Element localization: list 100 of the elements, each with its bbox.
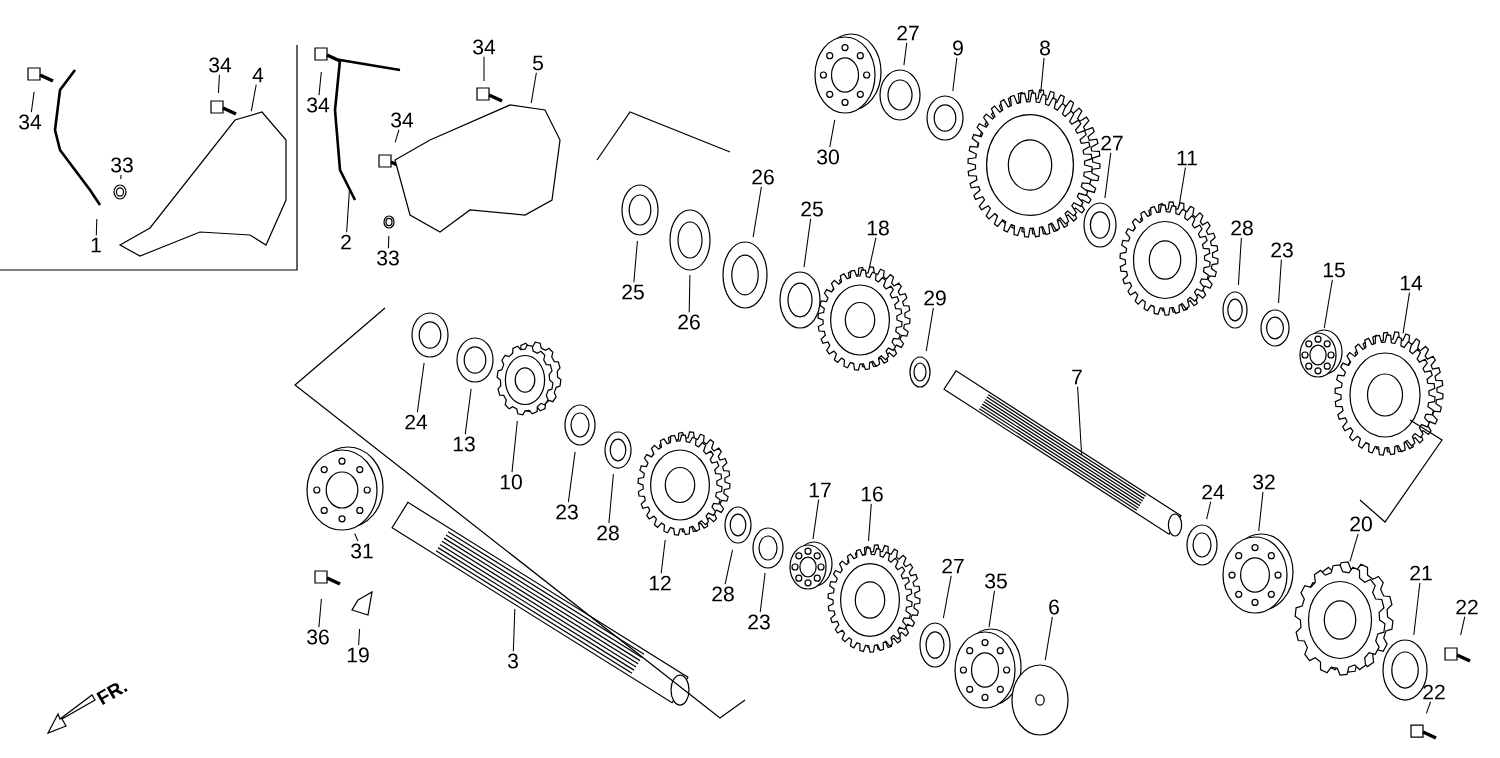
callout-number: 34 [473, 39, 496, 55]
callout-number: 33 [377, 250, 399, 266]
callout-number: 8 [1040, 40, 1050, 56]
callout-number: 32 [1253, 474, 1275, 490]
callout-number: 2 [341, 234, 351, 250]
callout-number: 36 [307, 629, 329, 645]
callout-number: 23 [1271, 242, 1293, 258]
leader-line [95, 218, 98, 236]
callout-number: 24 [405, 414, 428, 430]
leader-line [1425, 701, 1432, 714]
leader-line [30, 91, 35, 113]
leader-line [633, 240, 638, 283]
leader-line [217, 74, 220, 94]
callout-number: 14 [1400, 275, 1423, 291]
leader-line [416, 362, 425, 413]
callout-number: 34 [19, 114, 42, 130]
callout-number: 22 [1423, 684, 1445, 700]
callout-number: 1 [91, 237, 101, 253]
leader-line [688, 274, 691, 313]
leader-line [354, 533, 359, 542]
leader-line [483, 56, 485, 82]
callout-number: 13 [453, 436, 475, 452]
callout-number: 19 [347, 647, 369, 663]
leader-line [925, 307, 934, 352]
leader-line [952, 57, 958, 92]
leader-line [387, 235, 390, 249]
callout-number: 28 [597, 525, 619, 541]
leader-line [358, 628, 361, 646]
callout-number: 15 [1323, 262, 1345, 278]
leader-line [803, 218, 812, 268]
leader-line [1349, 533, 1359, 562]
callout-number: 28 [712, 586, 734, 602]
callout-number: 29 [924, 290, 946, 306]
leader-line [567, 451, 576, 503]
leader-line [530, 72, 537, 104]
callout-number: 16 [861, 486, 883, 502]
callout-number: 6 [1049, 599, 1059, 615]
callout-number: 4 [252, 67, 264, 83]
leader-line [1460, 616, 1466, 636]
leader-line [1413, 582, 1421, 636]
callout-number: 18 [867, 220, 889, 236]
callout-number: 26 [752, 169, 774, 185]
leader-line [724, 549, 734, 585]
callout-number: 20 [1350, 516, 1372, 532]
callout-number: 10 [500, 474, 522, 490]
callout-number: 24 [1202, 484, 1225, 500]
leader-line [318, 598, 322, 628]
callout-number: 22 [1456, 599, 1478, 615]
callout-number: 7 [1072, 369, 1082, 385]
callout-number: 5 [533, 55, 543, 71]
leader-line [1040, 57, 1045, 94]
callout-number: 28 [1231, 220, 1253, 236]
leader-line [608, 473, 614, 524]
leader-line [829, 119, 836, 148]
leader-line [1178, 167, 1186, 206]
leader-line [752, 186, 762, 238]
leader-line [942, 575, 952, 619]
callout-number: 23 [748, 614, 770, 630]
leader-line [1206, 501, 1212, 520]
leader-line [759, 572, 766, 613]
callout-number: 33 [111, 157, 133, 173]
callout-number: 30 [817, 149, 839, 165]
leader-line [120, 174, 122, 180]
callout-number: 35 [985, 573, 1007, 589]
leader-line [903, 42, 908, 66]
callout-number: 27 [942, 558, 964, 574]
callout-number: 11 [1177, 150, 1197, 166]
leader-line [1104, 152, 1112, 199]
callout-number: 26 [678, 314, 700, 330]
leader-line [868, 503, 872, 542]
callout-number: 34 [391, 112, 414, 128]
callout-number: 31 [351, 543, 373, 559]
leader-line [250, 84, 257, 112]
leader-line [988, 590, 996, 628]
leader-line [511, 420, 518, 473]
leader-line [394, 129, 400, 143]
callout-number: 12 [649, 575, 671, 591]
leader-line [869, 237, 877, 268]
callout-number: 21 [1410, 565, 1432, 581]
leader-line [318, 71, 322, 96]
leader-line [1258, 491, 1264, 532]
leader-line [346, 188, 351, 233]
leader-line [1237, 237, 1242, 286]
callout-number: 23 [556, 504, 578, 520]
callout-number: 3 [507, 653, 518, 669]
callout-number: 34 [209, 57, 232, 73]
leader-line [1278, 259, 1282, 304]
callout-number: 9 [953, 40, 963, 56]
callout-number: 17 [809, 482, 831, 498]
direction-label: FR. [96, 683, 128, 705]
callout-number: 25 [622, 284, 644, 300]
leader-line [660, 539, 666, 574]
leader-line [812, 499, 820, 540]
leader-line [1044, 616, 1053, 661]
callout-number: 27 [897, 25, 919, 41]
leader-line [1077, 386, 1083, 456]
callout-number: 34 [307, 97, 330, 113]
callout-number: 25 [801, 201, 823, 217]
leader-line [1402, 292, 1411, 334]
leader-line [1323, 279, 1333, 329]
